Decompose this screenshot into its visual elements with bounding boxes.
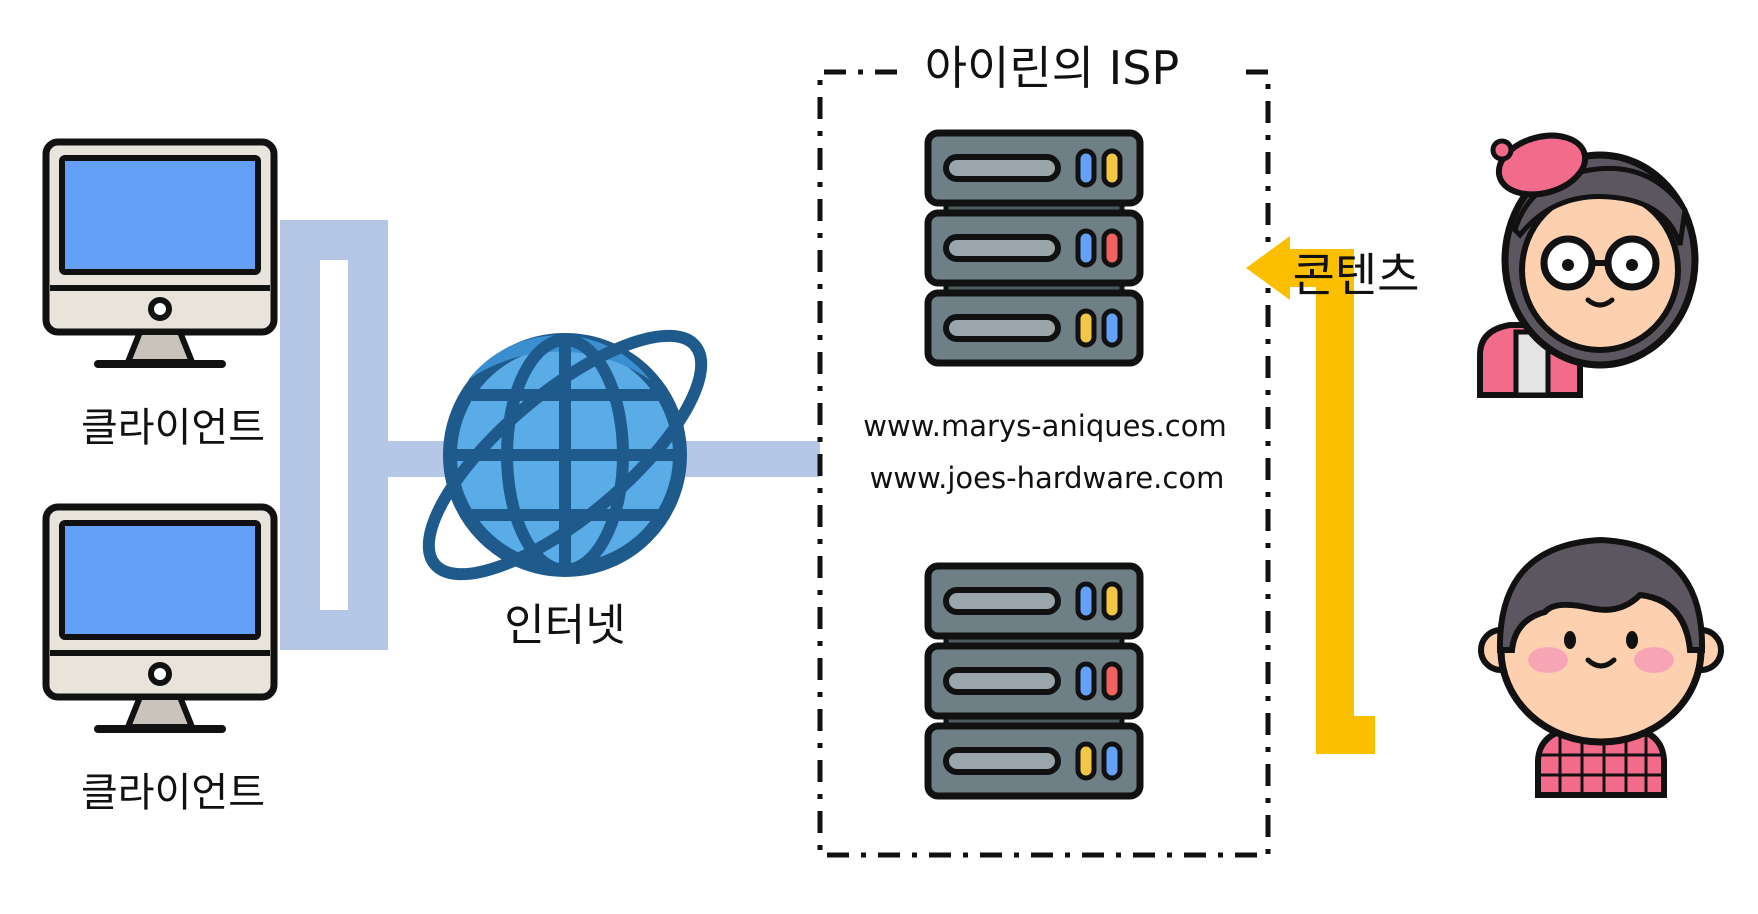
client-1 <box>46 142 274 364</box>
site-url-2: www.joes-hardware.com <box>870 461 1225 495</box>
client-2 <box>46 507 274 729</box>
server-rack-icon <box>928 566 1140 796</box>
isp-title: 아이린의 ISP <box>925 41 1179 95</box>
desktop-monitor-icon <box>46 507 274 729</box>
content-label: 콘텐츠 <box>1293 248 1420 302</box>
client-2-label: 클라이언트 <box>81 770 265 816</box>
globe-icon <box>422 329 708 581</box>
content-upload-arrow <box>1246 236 1375 754</box>
desktop-monitor-icon <box>46 142 274 364</box>
isp-boundary <box>817 69 1271 858</box>
client-1-label: 클라이언트 <box>81 405 265 451</box>
client-bracket-connector <box>280 220 388 650</box>
server-rack-icon <box>928 133 1140 363</box>
boy-avatar-icon <box>1478 536 1724 798</box>
girl-with-glasses-icon <box>1477 132 1699 398</box>
internet-label: 인터넷 <box>504 600 625 651</box>
site-url-1: www.marys-aniques.com <box>863 409 1227 443</box>
